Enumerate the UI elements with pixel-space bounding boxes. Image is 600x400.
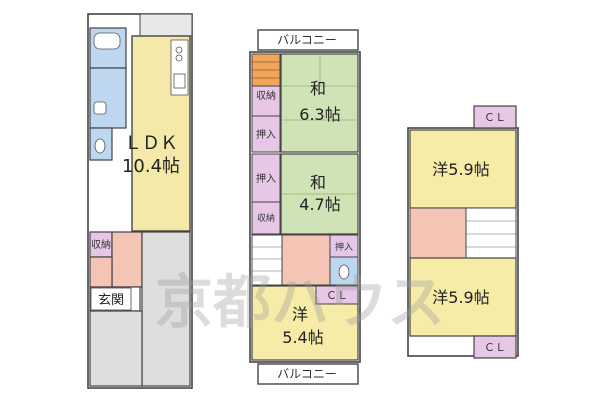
hall-third	[409, 207, 467, 259]
balcony-top-label: バルコニー	[277, 33, 337, 47]
toilet-second-icon	[338, 264, 350, 280]
hall-second	[281, 234, 331, 286]
entrance-label: 玄関	[98, 293, 124, 308]
storage-second-2-label: 収納	[257, 212, 275, 224]
entrance-label-box	[90, 287, 132, 311]
hall-first	[111, 231, 143, 288]
closet-second-2	[251, 153, 281, 203]
cl-third-bottom-label: ＣＬ	[484, 341, 506, 354]
balcony-top	[257, 29, 359, 51]
tatami-6-3-name: 和	[310, 79, 326, 98]
western-third-a-label: 洋5.9帖	[432, 160, 489, 179]
cl-second-label: ＣＬ	[326, 289, 348, 302]
washbasin-icon	[93, 101, 107, 115]
second-floor: バルコニー 和 6.3帖 収納 押入 和 4.7帖 押入 収納	[249, 29, 361, 385]
balcony-bottom-label: バルコニー	[277, 367, 337, 381]
tatami-4-7-name: 和	[310, 173, 326, 192]
kitchen-counter	[170, 39, 189, 96]
storage-second-1	[251, 85, 281, 117]
cl-third-top-label: ＣＬ	[484, 111, 506, 124]
closet-second-2-label: 押入	[256, 172, 276, 185]
storage-second-2	[251, 201, 281, 235]
tatami-4-7-size: 4.7帖	[299, 195, 340, 214]
closet-second-1	[251, 115, 281, 153]
tatami-room-6-3	[280, 53, 359, 153]
stove-icon	[175, 46, 183, 54]
cl-third-bottom	[473, 335, 517, 359]
western-room-third-b	[409, 257, 517, 337]
hall-first-left	[89, 256, 113, 288]
stair-third	[465, 207, 517, 259]
watermark: 京都ハウス	[155, 268, 445, 336]
western-5-4-size: 5.4帖	[282, 328, 323, 347]
western-third-b-label: 洋5.9帖	[432, 288, 489, 307]
toilet-icon	[94, 138, 106, 154]
ldk-size-label: 10.4帖	[122, 156, 180, 177]
cl-third-top	[473, 105, 517, 129]
closet-second-1-label: 押入	[256, 128, 276, 141]
first-floor-exterior-top	[139, 13, 193, 37]
parking-area-left	[89, 310, 143, 387]
storage-first-label: 収納	[91, 238, 111, 251]
sink-icon	[173, 73, 186, 89]
storage-second-1-label-a: 収納	[256, 89, 276, 102]
tatami-6-3-size: 6.3帖	[299, 105, 340, 124]
third-floor: ＣＬ 洋5.9帖 洋5.9帖 ＣＬ	[407, 105, 519, 359]
stove-icon-2	[175, 54, 183, 62]
ldk-name-label: ＬＤＫ	[124, 133, 178, 154]
bathtub-icon	[93, 32, 121, 50]
western-5-4-name: 洋	[292, 305, 308, 324]
stair-second	[251, 234, 283, 286]
balcony-bottom	[257, 363, 359, 385]
washroom	[89, 67, 127, 129]
cl-second	[315, 285, 359, 305]
closet-second-3-label: 押入	[335, 241, 353, 253]
parking-area	[141, 231, 191, 387]
first-floor: 収納 玄関 ＬＤＫ 10.4帖	[87, 13, 193, 389]
